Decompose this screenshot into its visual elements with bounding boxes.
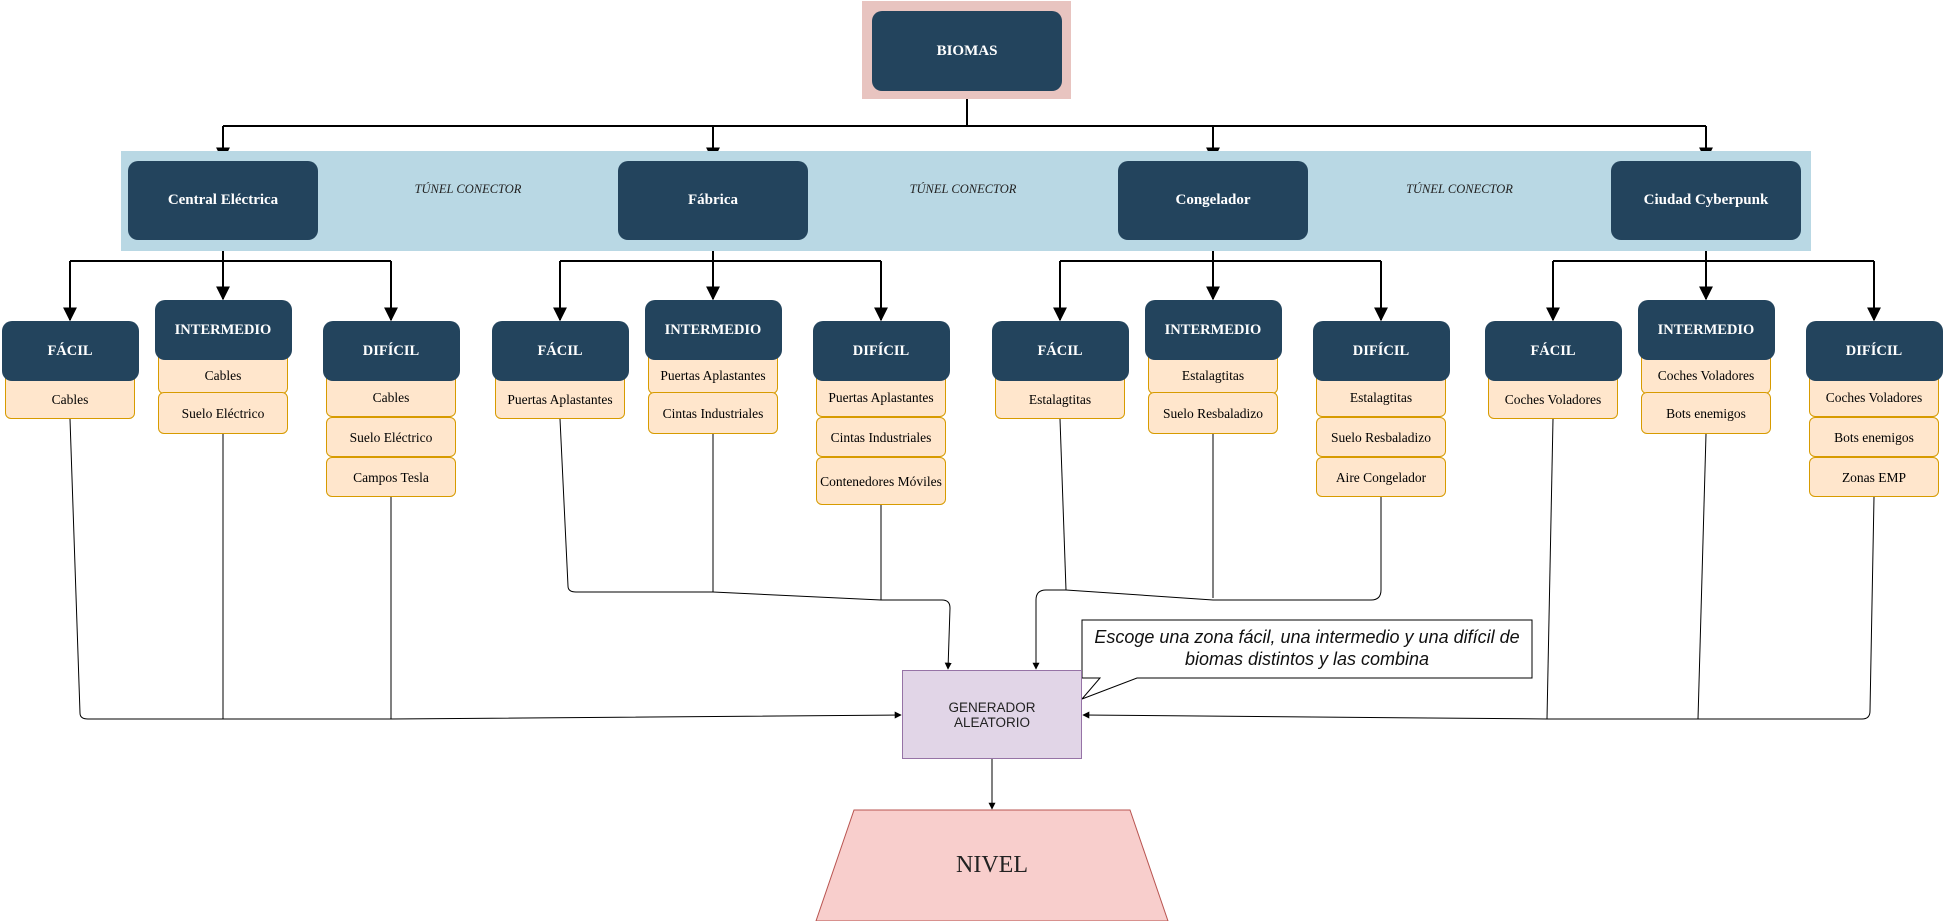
difficulty-node: FÁCIL (1484, 321, 1622, 381)
hazard-item-label: Suelo Resbaladizo (1330, 429, 1432, 445)
difficulty-node: FÁCIL (991, 321, 1129, 381)
connector-line (1059, 418, 1067, 591)
connector-line (1697, 433, 1707, 720)
hazard-item: Contenedores Móviles (816, 457, 946, 505)
difficulty-node: INTERMEDIO (154, 300, 292, 360)
hazard-item-label: Cables (204, 367, 242, 383)
hazard-item-label: Estalagtitas (1028, 391, 1092, 407)
hazard-item-label: Estalagtitas (1349, 389, 1413, 405)
hazard-item-label: Bots enemigos (1834, 429, 1914, 445)
biome-node: Central Eléctrica (128, 161, 318, 240)
hazard-item: Suelo Eléctrico (326, 417, 456, 457)
hazard-item: Campos Tesla (326, 457, 456, 497)
difficulty-node: DIFÍCIL (812, 321, 950, 381)
difficulty-node: DIFÍCIL (322, 321, 460, 381)
difficulty-node: DIFÍCIL (1805, 321, 1943, 381)
hazard-item: Bots enemigos (1641, 392, 1771, 434)
hazard-item-label: Cables (51, 391, 89, 407)
hazard-item-label: Puertas Aplastantes (660, 367, 766, 383)
difficulty-node: FÁCIL (491, 321, 629, 381)
output-label: NIVEL (956, 852, 1028, 878)
connector-line (1082, 496, 1875, 720)
random-generator-node: GENERADOR ALEATORIO (902, 670, 1082, 759)
biome-node: Congelador (1118, 161, 1308, 240)
hazard-item-label: Contenedores Móviles (820, 473, 942, 489)
hazard-item-label: Puertas Aplastantes (828, 389, 934, 405)
hazard-item-label: Suelo Resbaladizo (1162, 405, 1264, 421)
hazard-item-label: Cintas Industriales (830, 429, 932, 445)
hazard-item-label: Bots enemigos (1666, 405, 1746, 421)
hazard-item: Cintas Industriales (816, 417, 946, 457)
hazard-item-label: Cintas Industriales (662, 405, 764, 421)
root-node: BIOMAS (872, 11, 1062, 91)
biome-band (121, 151, 1811, 251)
tunnel-label: TÚNEL CONECTOR (909, 182, 1017, 196)
connector-line (1546, 418, 1554, 720)
output-shape (815, 809, 1169, 921)
hazard-item: Suelo Eléctrico (158, 392, 288, 434)
hazard-item-label: Puertas Aplastantes (507, 391, 613, 407)
hazard-item-label: Cables (372, 389, 410, 405)
tunnel-label: TÚNEL CONECTOR (1406, 182, 1513, 196)
hazard-item-label: Zonas EMP (1841, 469, 1907, 485)
hazard-item-label: Suelo Eléctrico (349, 429, 433, 445)
hazard-item: Zonas EMP (1809, 457, 1939, 497)
hazard-item: Suelo Resbaladizo (1316, 417, 1446, 457)
connector-line (1032, 497, 1382, 670)
hazard-item: Bots enemigos (1809, 417, 1939, 457)
hazard-item-label: Coches Voladores (1504, 391, 1602, 407)
generator-label: GENERADOR ALEATORIO (948, 699, 1036, 730)
biome-node: Ciudad Cyberpunk (1611, 161, 1801, 240)
difficulty-node: INTERMEDIO (644, 300, 782, 360)
hazard-item-label: Campos Tesla (353, 469, 429, 485)
tunnel-label: TÚNEL CONECTOR (414, 182, 522, 196)
hazard-item-label: Estalagtitas (1181, 367, 1245, 383)
hazard-item-label: Suelo Eléctrico (181, 405, 265, 421)
difficulty-node: INTERMEDIO (1637, 300, 1775, 360)
hazard-item: Aire Congelador (1316, 457, 1446, 497)
connector-line (69, 418, 902, 720)
hazard-item: Cintas Industriales (648, 392, 778, 434)
callout-shape (1081, 619, 1533, 700)
difficulty-node: FÁCIL (1, 321, 139, 381)
hazard-item-label: Aire Congelador (1335, 469, 1427, 485)
hazard-item: Suelo Resbaladizo (1148, 392, 1278, 434)
connector-line (559, 418, 952, 670)
biome-node: Fábrica (618, 161, 808, 240)
hazard-item-label: Coches Voladores (1657, 367, 1755, 383)
difficulty-node: DIFÍCIL (1312, 321, 1450, 381)
hazard-item-label: Coches Voladores (1825, 389, 1923, 405)
difficulty-node: INTERMEDIO (1144, 300, 1282, 360)
callout-text: Escoge una zona fácil, una intermedio y … (1094, 627, 1520, 669)
